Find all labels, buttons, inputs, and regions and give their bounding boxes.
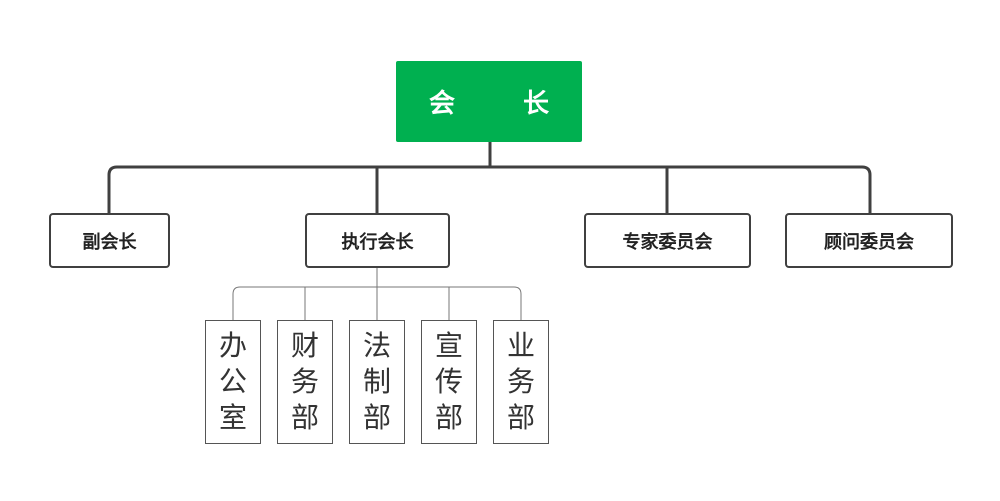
node-advisory-committee: 顾问委员会 xyxy=(785,213,953,268)
dept-label-char-3: 部 xyxy=(362,401,391,434)
dept-label-char-2: 务 xyxy=(506,365,535,398)
dept-label-char-2: 传 xyxy=(434,365,463,398)
dept-label-char-2: 务 xyxy=(290,365,319,398)
dept-node-legal: 法制部 xyxy=(349,320,405,444)
dept-label-char-3: 部 xyxy=(434,401,463,434)
dept-node-office: 办公室 xyxy=(205,320,261,444)
dept-label-char-1: 业 xyxy=(506,329,535,362)
dept-label-char-2: 制 xyxy=(362,365,391,398)
dept-label-char-1: 办 xyxy=(218,329,247,362)
dept-label-char-2: 公 xyxy=(218,365,247,398)
node-label: 顾问委员会 xyxy=(824,231,914,253)
node-label: 副会长 xyxy=(82,231,137,253)
dept-label-char-3: 室 xyxy=(218,401,247,434)
root-label-char-1: 会 xyxy=(428,89,455,119)
connector-exec-bar xyxy=(232,286,522,320)
dept-node-publicity: 宣传部 xyxy=(421,320,477,444)
root-label-char-2: 长 xyxy=(523,89,550,119)
dept-label-char-1: 宣 xyxy=(434,329,463,362)
dept-label-char-3: 部 xyxy=(506,401,535,434)
root-node-president: 会 长 xyxy=(396,61,582,142)
node-label: 执行会长 xyxy=(341,231,414,253)
node-executive-president: 执行会长 xyxy=(305,213,450,268)
node-label: 专家委员会 xyxy=(622,231,713,253)
dept-node-business: 业务部 xyxy=(493,320,549,444)
node-vice-president: 副会长 xyxy=(49,213,170,268)
dept-label-char-3: 部 xyxy=(290,401,319,434)
dept-label-char-1: 财 xyxy=(290,329,319,362)
connector-root-bar xyxy=(107,165,872,213)
dept-label-char-1: 法 xyxy=(362,329,391,362)
dept-node-finance: 财务部 xyxy=(277,320,333,444)
node-expert-committee: 专家委员会 xyxy=(584,213,751,268)
